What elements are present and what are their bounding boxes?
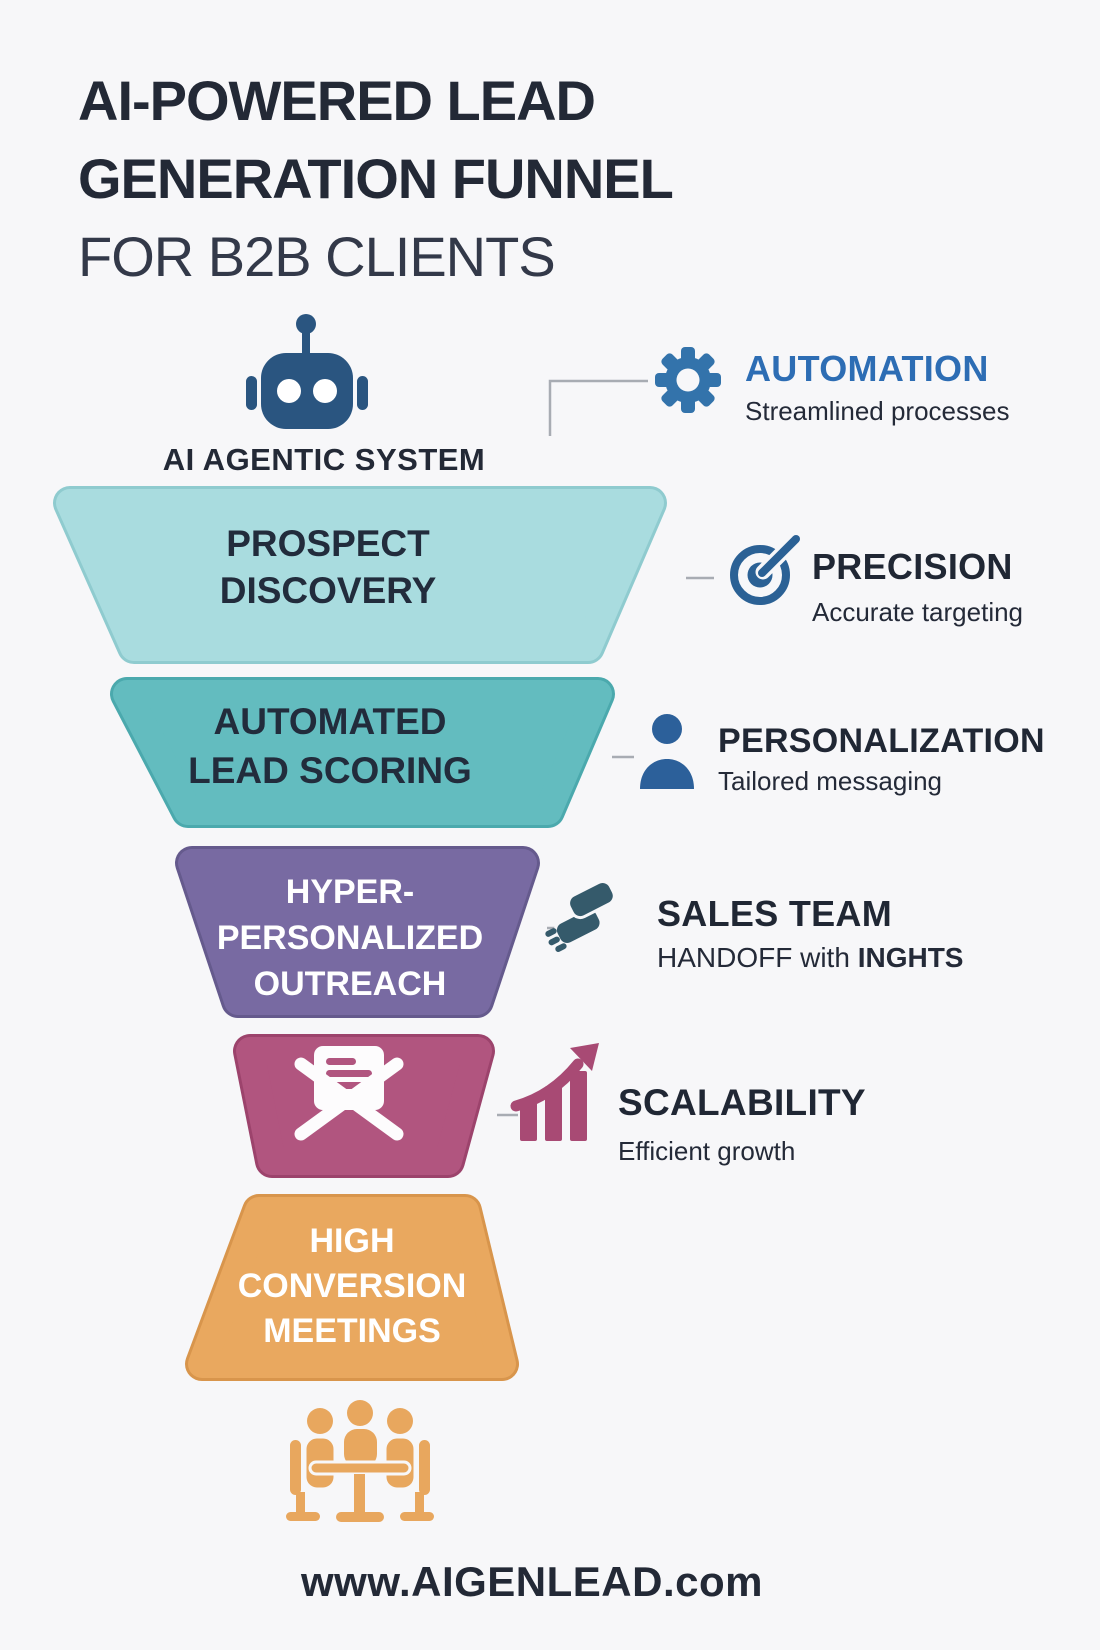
handshake-icon <box>545 880 616 952</box>
stage-label-high-conversion-meetings: HIGH CONVERSION MEETINGS <box>152 1219 552 1354</box>
stage-line: OUTREACH <box>253 965 447 1003</box>
sales-team-subtitle: HANDOFF with INGHTS <box>657 942 963 974</box>
personalization-title: PERSONALIZATION <box>718 722 1045 760</box>
stage-line: MEETINGS <box>263 1312 441 1350</box>
meeting-table-icon <box>286 1400 434 1522</box>
stage-line: HIGH <box>309 1222 395 1260</box>
person-icon <box>640 714 694 789</box>
automation-elbow-connector <box>548 379 648 436</box>
robot-icon <box>246 314 368 429</box>
footer-website: www.AIGENLEAD.com <box>301 1558 763 1605</box>
sales-team-subtitle-regular: HANDOFF with <box>657 942 858 973</box>
sales-team-title: SALES TEAM <box>657 893 893 934</box>
automation-subtitle: Streamlined processes <box>745 396 1010 426</box>
stage-line: HYPER- <box>285 873 415 911</box>
funnel-stage-high-conversion-meetings <box>185 1194 519 1381</box>
scalability-subtitle: Efficient growth <box>618 1136 796 1166</box>
title-line-2: GENERATION FUNNEL <box>78 147 674 210</box>
stage-line: DISCOVERY <box>219 570 437 611</box>
page-title: AI-POWERED LEAD GENERATION FUNNEL FOR B2… <box>78 62 674 296</box>
precision-title: PRECISION <box>812 546 1013 587</box>
precision-subtitle: Accurate targeting <box>812 597 1024 627</box>
stage-line: PROSPECT <box>226 523 430 564</box>
target-icon <box>730 526 809 605</box>
title-line-1: AI-POWERED LEAD <box>78 69 596 132</box>
stage-line: PERSONALIZED <box>216 919 484 957</box>
sales-team-subtitle-bold: INGHTS <box>857 942 964 973</box>
funnel-stage-prospect-discovery <box>53 486 667 664</box>
funnel-stage-hyper-personalized-outreach <box>175 846 540 1018</box>
gear-icon <box>655 347 721 413</box>
stage-label-hyper-personalized-outreach: HYPER- PERSONALIZED OUTREACH <box>150 869 550 1007</box>
stage-label-prospect-discovery: PROSPECT DISCOVERY <box>78 520 578 614</box>
title-line-3: FOR B2B CLIENTS <box>78 225 556 288</box>
personalization-subtitle: Tailored messaging <box>718 766 943 796</box>
stage-line: AUTOMATED <box>213 701 447 742</box>
funnel-stage-automated-lead-scoring <box>110 677 615 828</box>
connector-lines <box>497 379 714 1117</box>
automation-title: AUTOMATION <box>745 348 989 389</box>
stage-line: CONVERSION <box>237 1267 467 1305</box>
growth-chart-icon <box>510 1043 599 1141</box>
stage-label-automated-lead-scoring: AUTOMATED LEAD SCORING <box>92 697 568 795</box>
stage-line: LEAD SCORING <box>188 750 472 791</box>
ai-agentic-system-label: AI AGENTIC SYSTEM <box>162 442 486 477</box>
open-envelope-icon <box>294 1046 404 1141</box>
scalability-title: SCALABILITY <box>618 1082 866 1123</box>
